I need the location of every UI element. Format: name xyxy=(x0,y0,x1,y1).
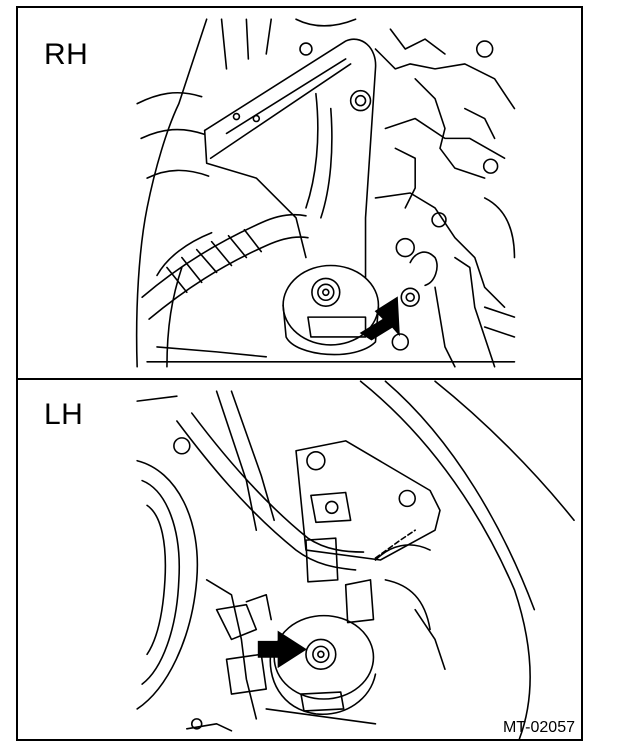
lh-engine-mount-illustration xyxy=(136,380,575,740)
rh-panel: RH xyxy=(18,8,581,378)
rh-engine-mount-illustration xyxy=(135,18,516,368)
figure-code: MT-02057 xyxy=(502,719,575,736)
rh-label: RH xyxy=(44,38,89,71)
lh-label: LH xyxy=(44,398,84,431)
arrow-icon xyxy=(359,296,400,341)
lh-panel: LH xyxy=(18,380,581,741)
figure-frame: RH xyxy=(16,6,583,741)
panel-divider xyxy=(18,378,581,380)
arrow-icon xyxy=(257,630,307,669)
